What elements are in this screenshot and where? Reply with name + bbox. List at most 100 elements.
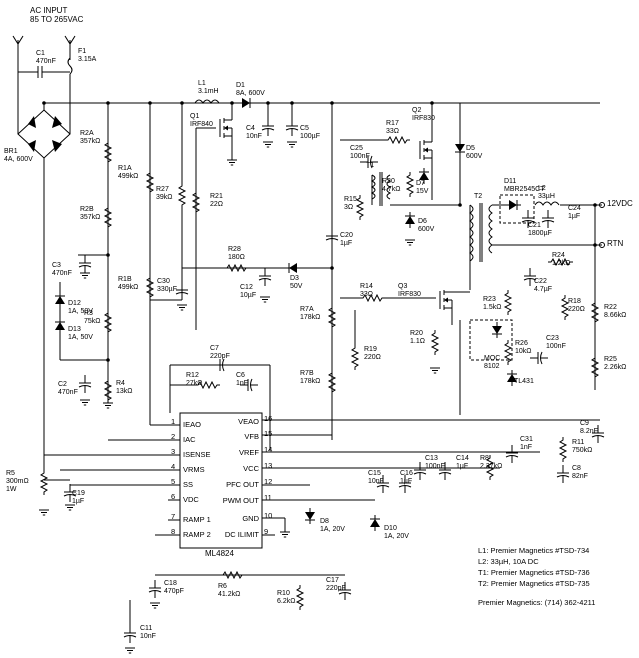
bridge-rectifier [17, 109, 71, 470]
component-ref: R6 [218, 583, 227, 590]
ic-pin-number: 2 [171, 432, 176, 441]
ic-pin-name: VRMS [183, 465, 205, 474]
component-ref: L2 [538, 185, 546, 192]
component-value: 27kΩ [186, 380, 203, 387]
ic-pin-number: 11 [264, 493, 272, 502]
component-ref: C30 [157, 278, 170, 285]
component-ref: R1A [118, 165, 132, 172]
component-ref: R17 [386, 120, 399, 127]
component-value: 8102 [484, 363, 500, 370]
component-value: 1A, 20V [320, 526, 345, 533]
component-value: 1µF [340, 240, 353, 247]
ic-pin-number: 1 [171, 417, 176, 426]
component-value: 600V [418, 226, 435, 233]
component-ref: R2A [80, 130, 94, 137]
ic-pin-name: ISENSE [183, 450, 211, 459]
ac-input-title-line2: 85 TO 265VAC [30, 15, 84, 24]
component-value: 100nF [425, 463, 445, 470]
component-value: 4.7µF [534, 286, 553, 293]
component-ref: C6 [236, 372, 245, 379]
component-ref: C24 [568, 205, 581, 212]
ic-pin-name: SS [183, 480, 194, 489]
ic-pin-name: IEAO [183, 420, 201, 429]
component-ref: R23 [483, 296, 496, 303]
component-value: 75kΩ [84, 318, 101, 325]
component-ref: C18 [164, 580, 177, 587]
component-ref: C15 [368, 470, 381, 477]
component-ref: R3 [84, 310, 93, 317]
component-ref: R10 [277, 590, 290, 597]
component-value: 3Ω [344, 204, 354, 211]
ic-pin-number: 9 [264, 527, 269, 536]
component-ref: R20 [410, 330, 423, 337]
component-ref: C2 [58, 381, 67, 388]
ic-pin-number: 5 [171, 477, 176, 486]
component-value: 100nF [350, 153, 370, 160]
component-label-t1: T1 [366, 162, 374, 170]
component-value: 357kΩ [80, 214, 101, 221]
component-value: IRF830 [398, 291, 421, 298]
component-value: 6.2kΩ [277, 598, 296, 605]
component-ref: R28 [228, 246, 241, 253]
component-ref: C12 [240, 284, 253, 291]
ic-pin-name: GND [242, 514, 259, 523]
junction-dots [42, 101, 597, 362]
component-value: 3.15A [78, 56, 97, 63]
component-value: 600V [466, 153, 483, 160]
component-value: 220pF [210, 353, 230, 360]
component-ref: C21 [528, 222, 541, 229]
component-value: 10nF [140, 633, 156, 640]
component-ref: C17 [326, 577, 339, 584]
component-value: 1A, 50V [68, 308, 93, 315]
component-value: 10µF [240, 292, 257, 299]
component-ref: T2 [474, 193, 483, 200]
component-value: 41.2kΩ [218, 591, 241, 598]
component-label-tl431: TL431 [514, 378, 534, 386]
component-ref: C23 [546, 335, 559, 342]
component-value: 10nF [368, 478, 384, 485]
component-ref: R15 [344, 196, 357, 203]
component-ref: D11 [504, 178, 517, 185]
component-value: 499kΩ [118, 284, 139, 291]
ic-pin-number: 13 [264, 461, 273, 470]
component-value: 1nF [236, 380, 249, 387]
component-ref: Q2 [412, 107, 422, 114]
component-value: 10nF [246, 133, 262, 140]
ic-pin-number: 7 [171, 512, 176, 521]
ac-input [12, 35, 76, 110]
component-value: 470pF [164, 588, 184, 595]
component-value: 470nF [36, 58, 56, 65]
component-value: 330µF [157, 286, 177, 293]
ic-pin-number: 12 [264, 477, 273, 486]
component-ref: C25 [350, 145, 363, 152]
component-ref: C5 [300, 125, 309, 132]
component-ref: D6 [418, 218, 427, 225]
component-ref: D3 [290, 275, 299, 282]
